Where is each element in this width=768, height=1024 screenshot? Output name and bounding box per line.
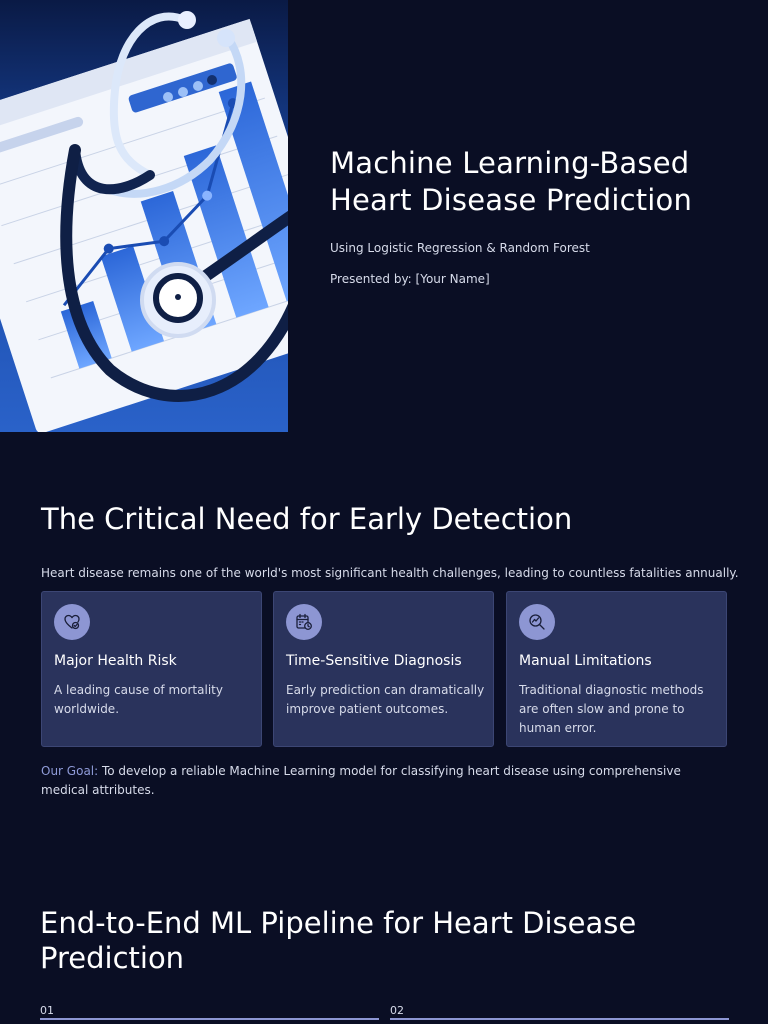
- search-chart-icon: [519, 604, 555, 640]
- hero-text-block: Machine Learning-Based Heart Disease Pre…: [330, 145, 750, 286]
- hero-subtitle: Using Logistic Regression & Random Fores…: [330, 241, 590, 255]
- title-line-1: Machine Learning-Based: [330, 146, 690, 180]
- step-divider: [40, 1018, 379, 1020]
- step-number: 02: [390, 1004, 404, 1017]
- section-title: End-to-End ML Pipeline for Heart Disease…: [40, 906, 637, 975]
- card-title: Major Health Risk: [54, 653, 177, 669]
- early-detection-section: The Critical Need for Early Detection He…: [41, 500, 739, 797]
- card-major-health-risk: Major Health Risk A leading cause of mor…: [41, 591, 262, 747]
- goal-text: To develop a reliable Machine Learning m…: [41, 764, 681, 797]
- heart-check-icon: [54, 604, 90, 640]
- presenter-line: Presented by: [Your Name]: [330, 272, 490, 286]
- card-text: Early prediction can dramatically improv…: [286, 683, 485, 716]
- title-line-2: Heart Disease Prediction: [330, 183, 693, 217]
- card-time-sensitive-diagnosis: Time-Sensitive Diagnosis Early predictio…: [273, 591, 494, 747]
- card-manual-limitations: Manual Limitations Traditional diagnosti…: [506, 591, 727, 747]
- pipeline-step: 01: [40, 1004, 379, 1020]
- calendar-clock-icon: [286, 604, 322, 640]
- stethoscope-chart-illustration: [0, 0, 288, 432]
- section-title: The Critical Need for Early Detection: [41, 502, 573, 536]
- goal-label: Our Goal:: [41, 764, 99, 778]
- card-title: Manual Limitations: [519, 653, 652, 669]
- goal-statement: Our Goal: To develop a reliable Machine …: [41, 762, 731, 800]
- step-divider: [390, 1018, 729, 1020]
- pipeline-section: End-to-End ML Pipeline for Heart Disease…: [40, 906, 740, 1020]
- page-title: Machine Learning-Based Heart Disease Pre…: [330, 145, 750, 219]
- section-intro: Heart disease remains one of the world's…: [41, 566, 739, 580]
- hero-section: Machine Learning-Based Heart Disease Pre…: [0, 0, 768, 432]
- card-text: Traditional diagnostic methods are often…: [519, 683, 704, 735]
- card-text: A leading cause of mortality worldwide.: [54, 683, 223, 716]
- step-number: 01: [40, 1004, 54, 1017]
- info-cards: Major Health Risk A leading cause of mor…: [41, 591, 727, 747]
- pipeline-step: 02: [390, 1004, 729, 1020]
- card-title: Time-Sensitive Diagnosis: [286, 653, 462, 669]
